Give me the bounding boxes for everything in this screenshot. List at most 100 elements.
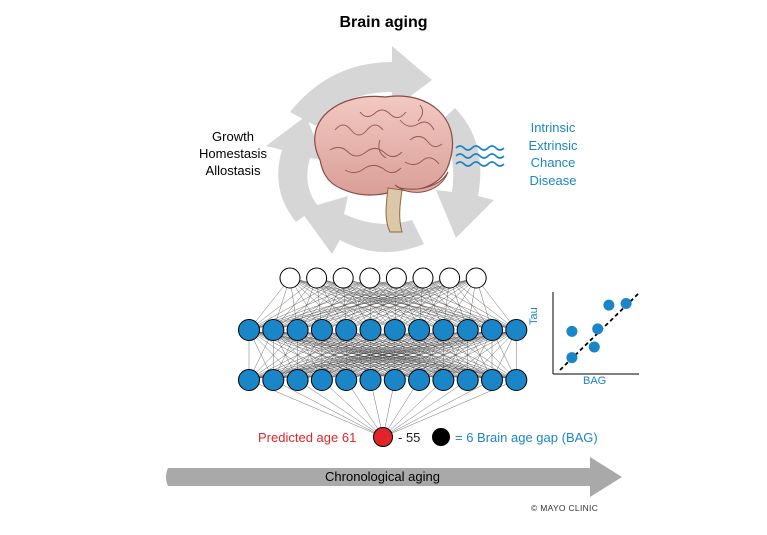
hidden-node-layer-1 bbox=[383, 319, 406, 341]
scatter-point bbox=[620, 297, 632, 309]
network-edge bbox=[369, 277, 444, 331]
network-edge bbox=[343, 277, 444, 331]
network-edge bbox=[467, 329, 517, 381]
network-edge bbox=[396, 277, 444, 331]
network-edge bbox=[343, 277, 420, 331]
hidden-node-layer-1 bbox=[408, 319, 431, 341]
input-node bbox=[332, 267, 354, 289]
network-edge bbox=[321, 329, 517, 381]
hidden-node-layer-2 bbox=[456, 369, 479, 391]
network-edge bbox=[370, 277, 450, 331]
factor-list: Intrinsic Extrinsic Chance Disease bbox=[505, 119, 601, 189]
chronological-aging-arrow bbox=[166, 457, 622, 497]
network-edge bbox=[248, 329, 493, 381]
network-edge bbox=[346, 379, 384, 438]
chronological-age-label: - 55 bbox=[398, 430, 421, 445]
scatter-x-label: BAG bbox=[583, 375, 607, 387]
network-edge bbox=[346, 277, 424, 331]
network-edge bbox=[396, 277, 493, 331]
process-homestasis: Homestasis bbox=[199, 146, 267, 161]
scatter-point bbox=[566, 352, 578, 364]
scatter-y-label: Tau bbox=[528, 307, 540, 325]
network-edge bbox=[370, 277, 424, 331]
network-edge bbox=[297, 329, 517, 381]
predicted-age-node bbox=[373, 427, 393, 447]
wavy-lines-icon bbox=[455, 145, 505, 167]
network-edge bbox=[419, 329, 517, 381]
chronological-aging-label: Chronological aging bbox=[325, 469, 440, 484]
input-node bbox=[465, 267, 487, 289]
network-edge bbox=[273, 277, 477, 331]
hidden-node-layer-1 bbox=[286, 319, 309, 341]
network-edge bbox=[248, 329, 298, 381]
network-edge bbox=[273, 329, 517, 381]
network-edge bbox=[343, 277, 395, 331]
network-edge bbox=[321, 277, 424, 331]
scatter-point bbox=[603, 299, 615, 311]
network-edge bbox=[369, 277, 468, 331]
network-edge bbox=[248, 277, 477, 331]
process-growth: Growth bbox=[212, 129, 254, 144]
network-edge bbox=[316, 277, 420, 331]
factor-disease: Disease bbox=[529, 172, 577, 188]
hidden-node-layer-2 bbox=[432, 369, 455, 391]
scatter-point bbox=[566, 325, 578, 337]
hidden-node-layer-1 bbox=[456, 319, 479, 341]
neural-network bbox=[238, 267, 528, 447]
network-edge bbox=[289, 277, 347, 331]
network-edge bbox=[316, 277, 371, 331]
network-edge bbox=[418, 277, 477, 331]
network-edge bbox=[396, 277, 468, 331]
network-edge bbox=[297, 277, 344, 331]
brain-illustration bbox=[314, 95, 454, 233]
actual-age-node bbox=[432, 428, 450, 446]
predicted-age-label: Predicted age 61 bbox=[258, 430, 357, 445]
network-edge bbox=[273, 277, 317, 331]
network-edge bbox=[316, 277, 395, 331]
copyright-credit: © MAYO CLINIC bbox=[531, 503, 599, 513]
hidden-node-layer-1 bbox=[238, 319, 260, 341]
factor-chance: Chance bbox=[530, 155, 576, 170]
network-edge bbox=[273, 277, 370, 331]
network-edge bbox=[248, 329, 322, 381]
hidden-node-layer-1 bbox=[262, 319, 285, 341]
network-edge bbox=[297, 379, 384, 438]
network-edge bbox=[289, 277, 371, 331]
network-edge bbox=[382, 379, 468, 438]
hidden-node-layer-1 bbox=[359, 319, 382, 341]
network-edge bbox=[321, 379, 384, 438]
cycle-arrow-left bbox=[266, 116, 324, 222]
hidden-node-layer-1 bbox=[505, 319, 528, 341]
network-edge bbox=[297, 277, 370, 331]
network-edge bbox=[369, 277, 420, 331]
network-edge bbox=[248, 277, 450, 331]
input-node bbox=[306, 267, 328, 289]
cycle-arrow-bottom bbox=[300, 196, 424, 254]
hidden-node-layer-2 bbox=[481, 369, 503, 391]
cycle-arrows bbox=[266, 46, 494, 254]
process-list: Growth Homestasis Allostasis bbox=[183, 128, 283, 179]
input-node bbox=[412, 267, 434, 289]
scatter-points bbox=[566, 297, 632, 364]
hidden-node-layer-2 bbox=[505, 369, 528, 391]
network-edge bbox=[248, 329, 347, 381]
network-edge bbox=[321, 277, 370, 331]
process-allostasis: Allostasis bbox=[205, 163, 261, 178]
network-edge bbox=[248, 329, 444, 381]
hidden-node-layer-1 bbox=[335, 319, 358, 341]
network-edge bbox=[346, 277, 397, 331]
scatter-point bbox=[592, 323, 604, 335]
network-edge bbox=[346, 277, 450, 331]
hidden-node-layer-1 bbox=[310, 319, 333, 341]
hidden-node-layer-2 bbox=[310, 369, 333, 391]
hidden-node-layer-2 bbox=[335, 369, 358, 391]
network-edge bbox=[248, 329, 468, 381]
network-edge bbox=[248, 277, 344, 331]
network-edge bbox=[394, 277, 450, 331]
network-edge bbox=[382, 379, 420, 438]
factor-intrinsic: Intrinsic bbox=[530, 120, 576, 135]
network-connections bbox=[248, 277, 517, 438]
network-edge bbox=[273, 379, 384, 438]
network-edge bbox=[273, 277, 344, 331]
network-edge bbox=[248, 277, 317, 331]
